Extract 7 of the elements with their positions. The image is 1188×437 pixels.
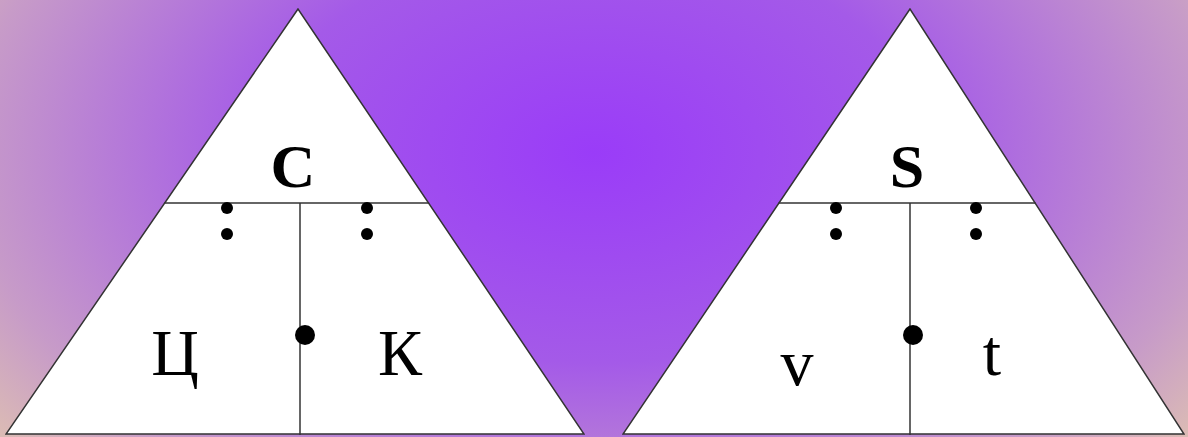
formula-variable: v <box>757 330 837 396</box>
formula-variable: С <box>258 135 328 197</box>
formula-triangle <box>5 8 585 435</box>
formula-variable: S <box>872 135 942 197</box>
formula-triangle <box>622 8 1185 435</box>
formula-variable: t <box>952 320 1032 386</box>
formula-variable: К <box>360 320 440 386</box>
